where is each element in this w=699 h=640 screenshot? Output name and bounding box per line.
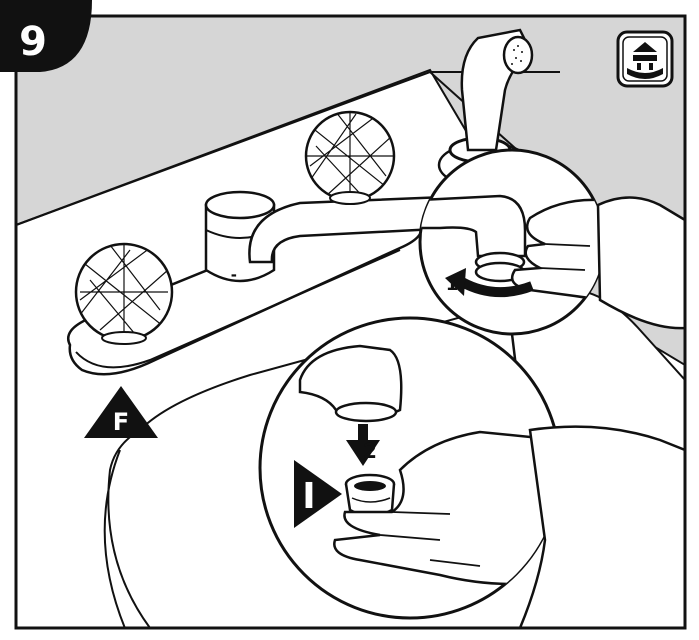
- scene: ▬: [16, 16, 685, 640]
- callout-i-label: I: [302, 476, 315, 517]
- step-number: 9: [19, 19, 47, 65]
- svg-text:▬: ▬: [231, 272, 237, 279]
- hand-arm-bottom: [520, 427, 685, 628]
- action-2-label: 2: [363, 439, 377, 463]
- action-1-label: 1: [446, 274, 459, 295]
- house-icon: [618, 32, 672, 86]
- callout-f-label: F: [113, 408, 129, 436]
